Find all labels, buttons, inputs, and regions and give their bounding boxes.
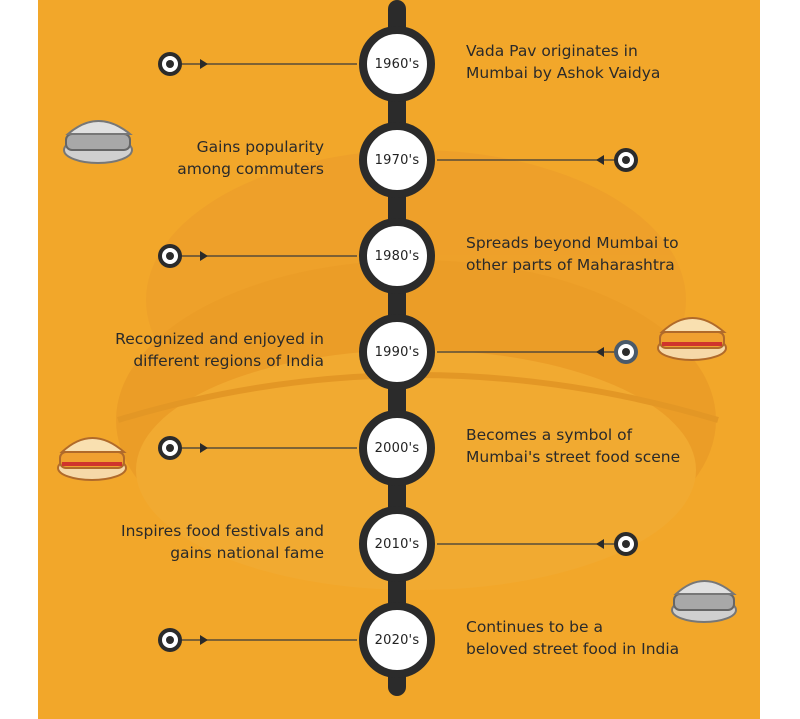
timeline-description: Spreads beyond Mumbai to other parts of M…	[466, 232, 736, 276]
timeline-description: Inspires food festivals and gains nationa…	[38, 520, 324, 564]
target-marker-icon	[614, 532, 638, 556]
decade-node: 1970's	[359, 122, 435, 198]
connector-lines	[170, 59, 628, 645]
description-line: gains national fame	[170, 544, 324, 562]
infographic-panel: 1960's 1970's 1980's 1990's 2000's 2010's 2020…	[38, 0, 760, 719]
description-line: Becomes a symbol of	[466, 426, 633, 444]
decade-label: 1970's	[374, 152, 420, 168]
arrow-icon	[200, 251, 208, 261]
description-line: Vada Pav originates in	[466, 42, 638, 60]
timeline-description: Becomes a symbol of Mumbai's street food …	[466, 424, 736, 468]
description-line: Gains popularity	[196, 138, 324, 156]
decade-node: 1980's	[359, 218, 435, 294]
timeline-description: Vada Pav originates in Mumbai by Ashok Va…	[466, 40, 736, 84]
description-line: among commuters	[177, 160, 324, 178]
target-marker-icon	[614, 148, 638, 172]
description-line: beloved street food in India	[466, 640, 680, 658]
arrow-icon	[200, 59, 208, 69]
description-line: Recognized and enjoyed in	[115, 330, 324, 348]
decade-label: 2000's	[374, 440, 420, 456]
arrow-icon	[200, 443, 208, 453]
target-marker-icon	[158, 244, 182, 268]
decade-node: 2010's	[359, 506, 435, 582]
description-line: Mumbai by Ashok Vaidya	[466, 64, 661, 82]
decade-label: 1980's	[374, 248, 420, 264]
description-line: other parts of Maharashtra	[466, 256, 675, 274]
decade-node: 1990's	[359, 314, 435, 390]
description-line: Spreads beyond Mumbai to	[466, 234, 679, 252]
decade-label: 2010's	[374, 536, 420, 552]
description-line: Mumbai's street food scene	[466, 448, 681, 466]
vada-pav-color-icon	[657, 317, 727, 361]
arrow-icon	[596, 155, 604, 165]
timeline-description: Gains popularity among commuters	[38, 136, 324, 180]
vada-pav-bw-icon	[671, 580, 737, 623]
target-marker-icon	[158, 436, 182, 460]
target-marker-icon	[158, 628, 182, 652]
arrow-icon	[200, 635, 208, 645]
vada-pav-bw-icon	[63, 120, 133, 164]
decade-node: 1960's	[359, 26, 435, 102]
timeline-markers	[158, 52, 638, 652]
arrow-icon	[596, 347, 604, 357]
decade-node: 2000's	[359, 410, 435, 486]
background-illustration	[57, 0, 737, 696]
decade-label: 1960's	[374, 56, 420, 72]
description-line: different regions of India	[133, 352, 324, 370]
decade-label: 1990's	[374, 344, 420, 360]
target-marker-icon	[158, 52, 182, 76]
description-line: Inspires food festivals and	[121, 522, 324, 540]
target-marker-icon	[614, 340, 638, 364]
arrow-icon	[596, 539, 604, 549]
decade-node: 2020's	[359, 602, 435, 678]
vada-pav-color-icon	[57, 437, 127, 481]
description-line: Continues to be a	[466, 618, 603, 636]
decade-label: 2020's	[374, 632, 420, 648]
timeline-description: Continues to be a beloved street food in …	[466, 616, 736, 660]
timeline-description: Recognized and enjoyed in different regio…	[38, 328, 324, 372]
